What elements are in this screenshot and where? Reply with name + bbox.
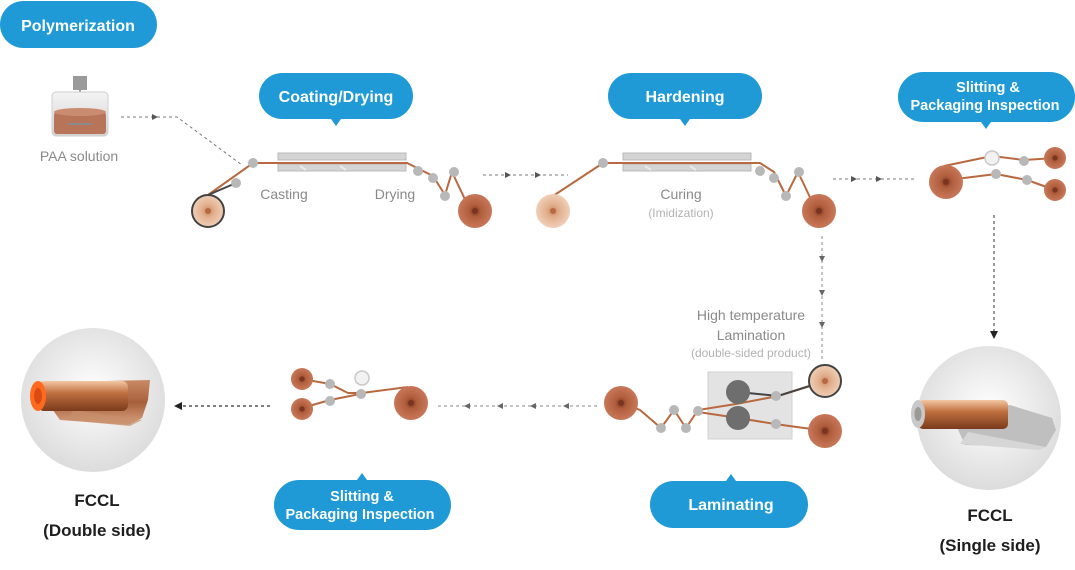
step-polymerization: Polymerization	[0, 1, 157, 48]
coating-drying-line	[191, 152, 492, 228]
step-slitting-top-line1: Slitting &	[956, 80, 1020, 96]
step-slitting-bottom-line1: Slitting &	[330, 489, 394, 505]
step-polymerization-label: Polymerization	[21, 18, 135, 35]
hardening-line	[536, 152, 836, 228]
step-laminating-label: Laminating	[688, 497, 773, 514]
fccl-single-subtitle: (Single side)	[939, 536, 1040, 555]
step-coating-drying-label: Coating/Drying	[279, 89, 394, 106]
connector-to-lamination	[819, 236, 825, 360]
drying-label: Drying	[375, 186, 415, 202]
step-slitting-top: Slitting & Packaging Inspection	[898, 72, 1075, 129]
imidization-label: (Imidization)	[648, 206, 713, 220]
high-temperature-label: High temperature	[697, 307, 805, 323]
lamination-label: Lamination	[717, 327, 786, 343]
slitting-top-line	[929, 147, 1066, 201]
step-slitting-top-line2: Packaging Inspection	[910, 98, 1059, 114]
paa-beaker-icon	[51, 76, 109, 137]
connector-to-slitting-bottom	[438, 403, 597, 409]
fccl-double-subtitle: (Double side)	[43, 521, 151, 540]
connector-to-hardening	[483, 172, 568, 178]
connector-beaker	[121, 114, 243, 166]
slitting-bottom-line	[291, 368, 428, 420]
fccl-single-title: FCCL	[967, 506, 1012, 525]
step-hardening-label: Hardening	[645, 89, 724, 106]
step-slitting-bottom: Slitting & Packaging Inspection	[274, 473, 451, 530]
step-laminating: Laminating	[650, 474, 808, 528]
step-slitting-bottom-line2: Packaging Inspection	[285, 507, 434, 523]
double-sided-product-label: (double-sided product)	[691, 346, 811, 360]
connector-to-slitting-top	[833, 176, 916, 182]
connector-to-single-fccl	[990, 215, 998, 339]
connector-to-double-fccl	[174, 402, 270, 410]
laminating-line	[604, 364, 842, 448]
paa-solution-label: PAA solution	[40, 148, 118, 164]
fccl-single-side-image	[911, 346, 1061, 490]
step-hardening: Hardening	[608, 73, 762, 126]
curing-label: Curing	[660, 186, 701, 202]
step-coating-drying: Coating/Drying	[259, 73, 413, 126]
fccl-double-side-image	[21, 328, 165, 472]
casting-label: Casting	[260, 186, 307, 202]
fccl-double-title: FCCL	[74, 491, 119, 510]
